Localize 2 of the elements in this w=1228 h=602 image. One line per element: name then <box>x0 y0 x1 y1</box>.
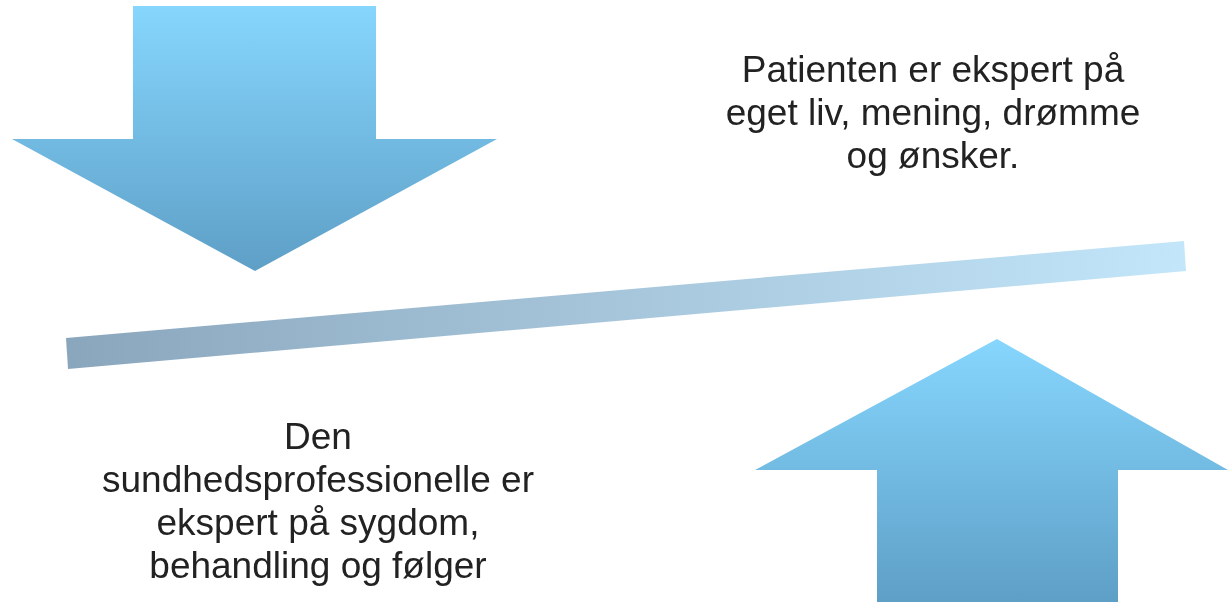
caption-text: Den sundhedsprofessionelle er ekspert på sygdom, behandling og følger <box>101 415 535 587</box>
caption-text: Patienten er ekspert på eget liv, mening, drømme og ønsker. <box>724 48 1142 177</box>
